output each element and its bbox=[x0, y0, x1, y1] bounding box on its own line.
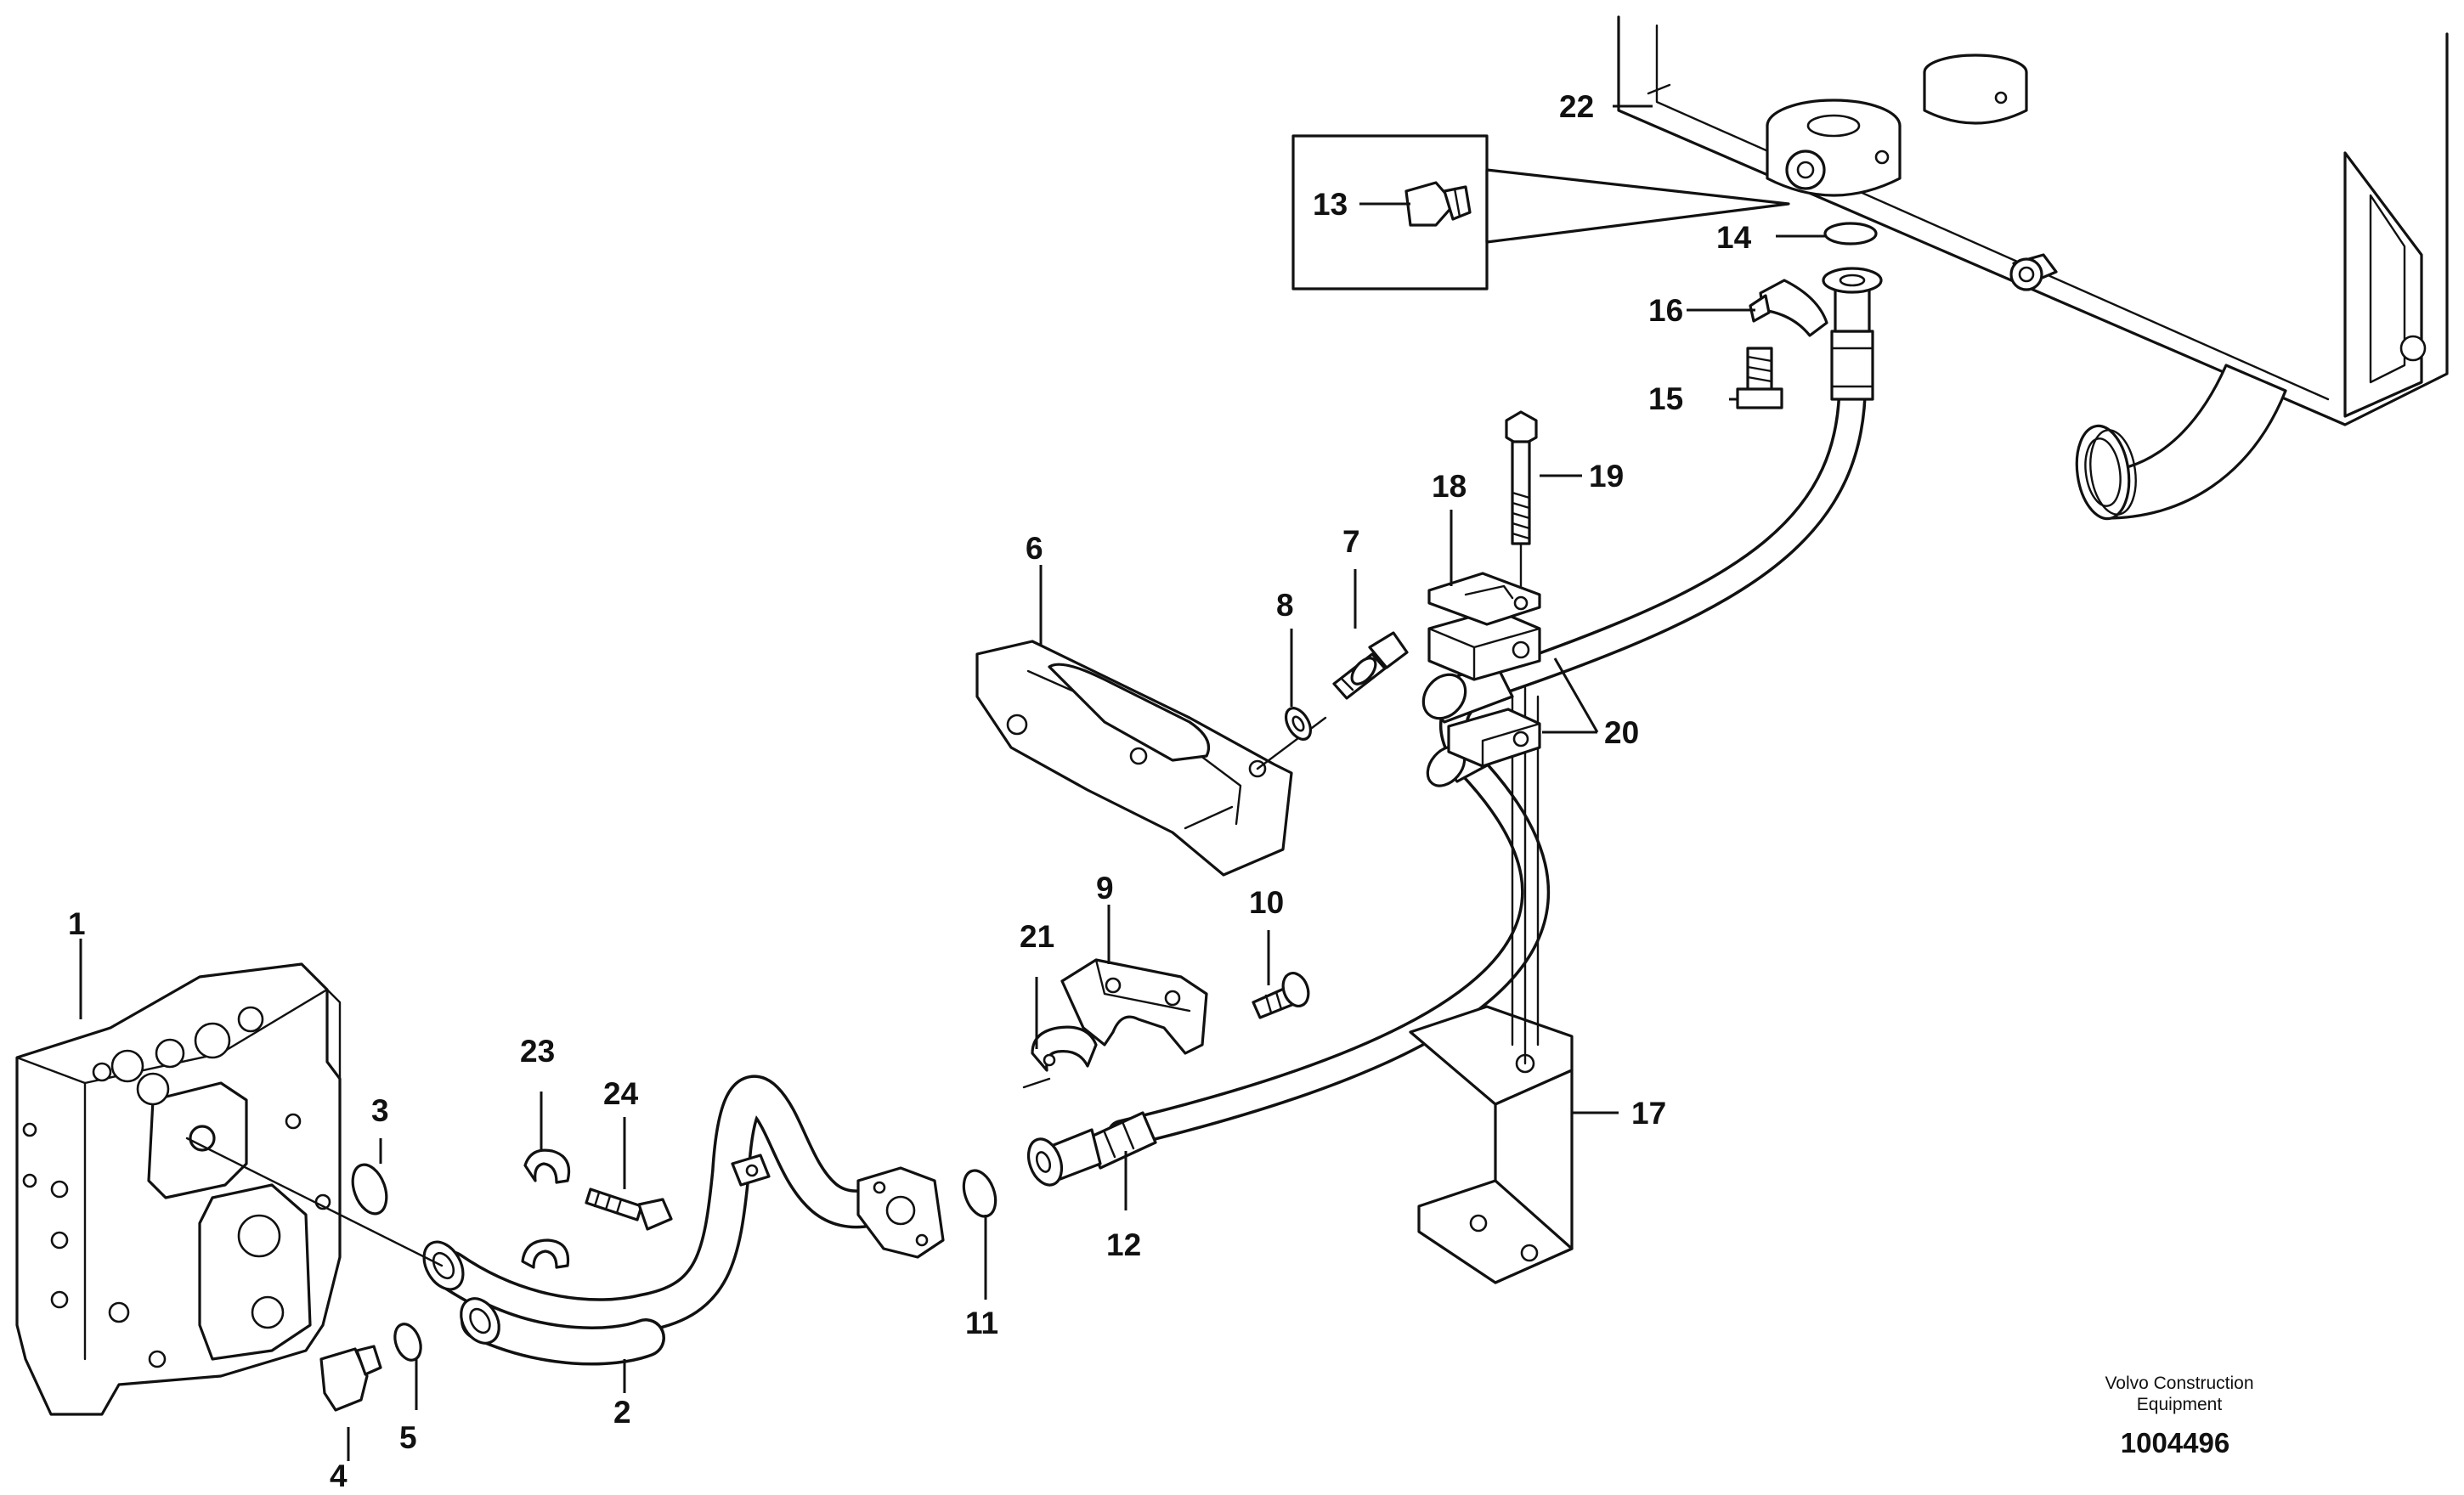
callout-18: 18 bbox=[1432, 469, 1467, 504]
callout-22: 22 bbox=[1559, 89, 1594, 124]
part-10-screw bbox=[1252, 972, 1310, 1019]
part-15-screw bbox=[1736, 347, 1783, 409]
part-24-screw bbox=[585, 1188, 673, 1231]
brand-caption-line1: Volvo Construction bbox=[2105, 1374, 2253, 1393]
part-13-plug-detail-box bbox=[1291, 134, 1790, 291]
part-5-oring bbox=[393, 1323, 422, 1362]
callout-8: 8 bbox=[1276, 588, 1294, 623]
footer: Volvo Construction Equipment 1004496 bbox=[2105, 1374, 2253, 1458]
part-7-screw bbox=[1332, 631, 1409, 700]
part-21-clamp bbox=[1022, 1025, 1098, 1089]
callout-6: 6 bbox=[1026, 531, 1043, 566]
callout-11: 11 bbox=[965, 1306, 998, 1340]
callout-24: 24 bbox=[603, 1076, 639, 1111]
part-20-clamp-blocks bbox=[1427, 608, 1541, 768]
part-4-plug bbox=[319, 1345, 382, 1412]
callout-23: 23 bbox=[520, 1034, 555, 1069]
callout-12: 12 bbox=[1106, 1227, 1141, 1262]
part-14-oring bbox=[1823, 222, 1878, 245]
callout-2: 2 bbox=[613, 1395, 631, 1430]
part-23-clamp bbox=[521, 1148, 571, 1269]
callout-21: 21 bbox=[1020, 919, 1054, 954]
part-6-bracket bbox=[975, 640, 1327, 877]
part-19-bolt bbox=[1505, 410, 1538, 588]
document-number: 1004496 bbox=[2121, 1427, 2229, 1458]
part-18-plate bbox=[1427, 572, 1541, 626]
callout-20: 20 bbox=[1604, 715, 1639, 750]
part-2-tube bbox=[422, 1075, 945, 1366]
callout-labels: 1 2 3 4 5 6 7 8 9 10 11 12 13 14 15 16 1… bbox=[68, 89, 1752, 1493]
callout-7: 7 bbox=[1342, 524, 1360, 559]
part-9-bracket bbox=[1060, 958, 1208, 1055]
part-1-valve-block bbox=[15, 962, 444, 1416]
part-8-washer bbox=[1284, 707, 1313, 741]
callout-14: 14 bbox=[1716, 220, 1752, 255]
part-16-clamp bbox=[1749, 279, 1828, 337]
callout-19: 19 bbox=[1589, 459, 1624, 494]
callout-9: 9 bbox=[1096, 871, 1114, 905]
part-17-bracket bbox=[1409, 686, 1574, 1284]
part-11-oring bbox=[962, 1169, 997, 1218]
callout-16: 16 bbox=[1648, 293, 1683, 328]
part-22-tank bbox=[1617, 15, 2449, 521]
part-3-oring bbox=[351, 1163, 388, 1216]
callout-3: 3 bbox=[371, 1093, 389, 1128]
callout-17: 17 bbox=[1631, 1096, 1666, 1131]
callout-13: 13 bbox=[1313, 187, 1348, 222]
leader-lines bbox=[79, 104, 1825, 1461]
callout-4: 4 bbox=[330, 1458, 348, 1493]
callout-15: 15 bbox=[1648, 381, 1683, 416]
callout-1: 1 bbox=[68, 906, 86, 941]
callout-10: 10 bbox=[1249, 885, 1284, 920]
callout-5: 5 bbox=[399, 1420, 417, 1455]
brand-caption-line2: Equipment bbox=[2137, 1395, 2223, 1414]
